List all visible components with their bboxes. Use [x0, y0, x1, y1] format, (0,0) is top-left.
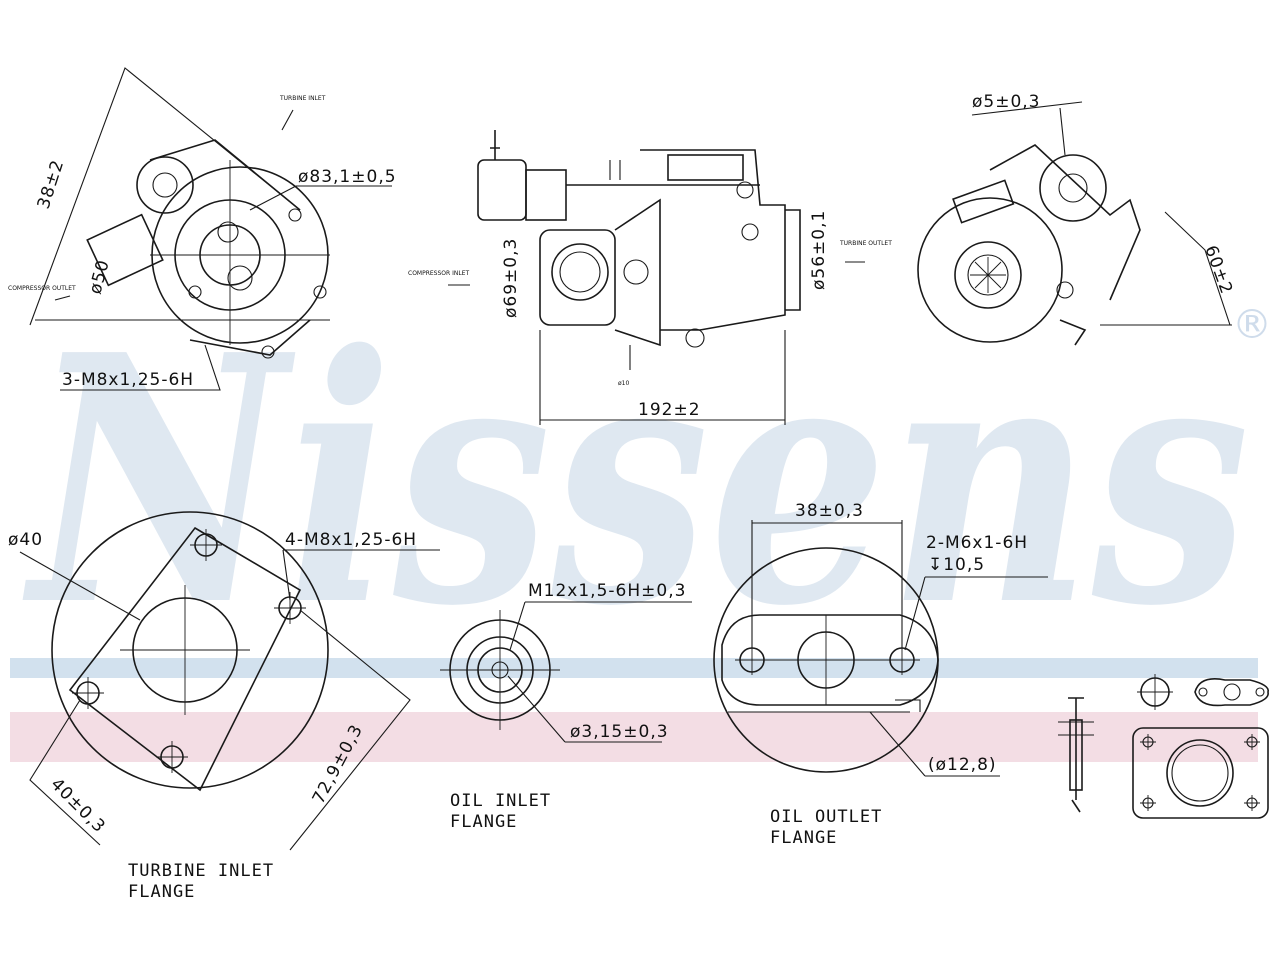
- caption-oil-outlet-line1: OIL OUTLET: [770, 807, 882, 827]
- caption-oil-inlet-line2: FLANGE: [450, 812, 517, 832]
- small-parts: [1058, 674, 1269, 819]
- top-center-view: ø10 ø69±0,3 ø56±0,1 192±2 COMPRESSOR INL…: [408, 130, 892, 425]
- dim-small-10: ø10: [618, 380, 629, 387]
- label-turbine-inlet-top: TURBINE INLET: [279, 95, 326, 102]
- dim-inlet-69: ø69±0,3: [501, 238, 521, 318]
- caption-turbine-line1: TURBINE INLET: [128, 861, 274, 881]
- dim-angle-38: 38±2: [34, 157, 69, 211]
- watermark-layer: Nissens ®: [10, 282, 1272, 762]
- dim-length-192: 192±2: [638, 400, 701, 420]
- oil-outlet-flange: 38±0,3 2-M6x1-6H ↧10,5 (ø12,8) OIL OUTLE…: [713, 501, 1048, 848]
- label-compressor-outlet: COMPRESSOR OUTLET: [8, 285, 76, 292]
- thread-m12: M12x1,5-6H±0,3: [528, 581, 686, 601]
- dim-outlet-56: ø56±0,1: [809, 210, 829, 290]
- dim-40-0-3: 40±0,3: [46, 774, 109, 837]
- oil-inlet-flange: M12x1,5-6H±0,3 ø3,15±0,3 OIL INLET FLANG…: [440, 581, 692, 832]
- caption-turbine-line2: FLANGE: [128, 882, 195, 902]
- dim-outlet-83: ø83,1±0,5: [298, 167, 397, 187]
- registered-mark: ®: [1232, 302, 1272, 348]
- dim-bore-40: ø40: [8, 530, 43, 550]
- nissens-watermark: Nissens: [21, 282, 1250, 681]
- label-turbine-outlet: TURBINE OUTLET: [839, 240, 892, 247]
- thread-depth: ↧10,5: [928, 555, 985, 575]
- caption-oil-outlet-line2: FLANGE: [770, 828, 837, 848]
- thread-2-m6: 2-M6x1-6H: [926, 533, 1028, 553]
- label-compressor-inlet: COMPRESSOR INLET: [408, 270, 469, 277]
- thread-4-m8: 4-M8x1,25-6H: [285, 530, 417, 550]
- dim-spacing-38: 38±0,3: [795, 501, 864, 521]
- dim-bore-12-8: (ø12,8): [928, 755, 997, 775]
- blue-band: [10, 658, 1258, 678]
- thread-3-m8: 3-M8x1,25-6H: [62, 370, 194, 390]
- caption-oil-inlet-line1: OIL INLET: [450, 791, 551, 811]
- dim-pin-5: ø5±0,3: [972, 92, 1041, 112]
- dim-bore-3-15: ø3,15±0,3: [570, 722, 669, 742]
